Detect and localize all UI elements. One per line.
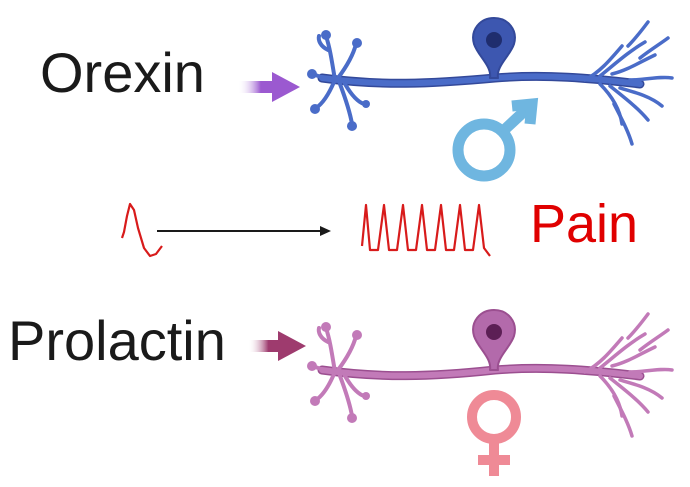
single-spike-icon bbox=[120, 202, 163, 258]
orexin-label: Orexin bbox=[40, 41, 205, 104]
bottom-neuron-icon bbox=[307, 309, 674, 438]
bottom-arrow-icon bbox=[248, 331, 306, 361]
female-symbol-icon bbox=[467, 390, 521, 476]
prolactin-label: Prolactin bbox=[8, 309, 226, 372]
pain-label: Pain bbox=[530, 194, 639, 254]
long-arrow-icon bbox=[157, 226, 331, 236]
spike-train-icon bbox=[360, 203, 491, 257]
top-neuron-icon bbox=[307, 17, 674, 146]
top-arrow-icon bbox=[238, 72, 300, 102]
male-symbol-icon bbox=[452, 97, 539, 182]
